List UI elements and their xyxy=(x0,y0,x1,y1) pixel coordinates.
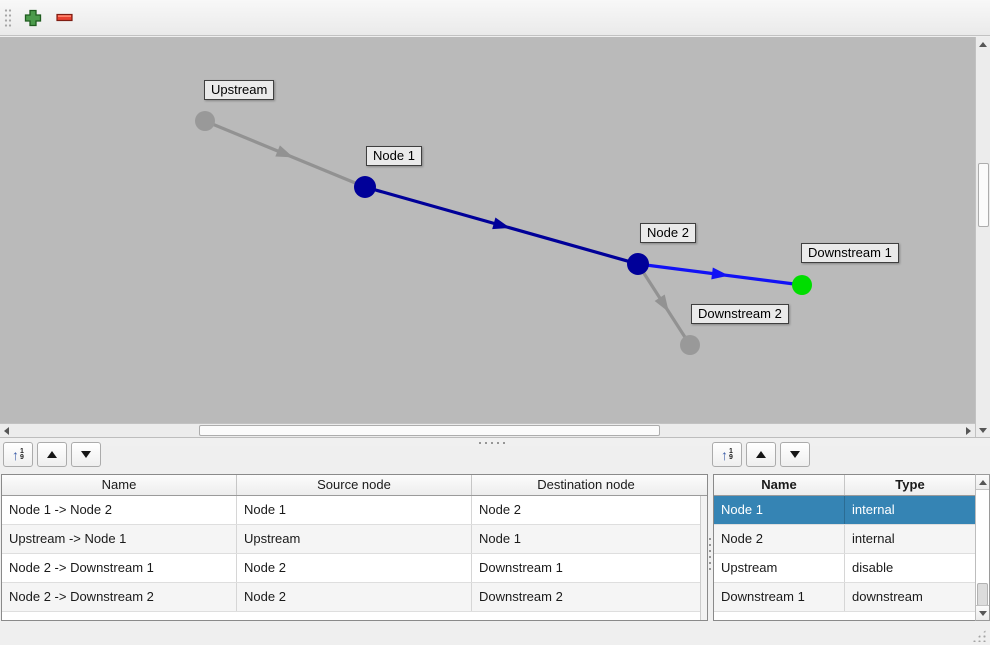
table-cell[interactable]: downstream xyxy=(852,589,923,604)
table-row-node-2[interactable]: Node 2 internal xyxy=(714,525,989,554)
remove-button[interactable] xyxy=(52,6,78,30)
horizontal-scroll-thumb[interactable] xyxy=(199,425,660,436)
edge-arrow-icon xyxy=(275,145,294,158)
node-label-downstream-2[interactable]: Downstream 2 xyxy=(691,304,789,324)
vertical-scroll-thumb[interactable] xyxy=(977,583,988,606)
node-table-scrollbar[interactable] xyxy=(975,474,990,621)
triangle-up-icon xyxy=(47,451,57,458)
scroll-down-button[interactable] xyxy=(976,423,990,437)
column-header-type[interactable]: Type xyxy=(895,477,925,492)
table-cell[interactable]: Upstream xyxy=(237,525,472,553)
arrow-right-icon xyxy=(966,426,971,435)
plus-icon xyxy=(24,9,42,27)
node-label-downstream-1[interactable]: Downstream 1 xyxy=(801,243,899,263)
triangle-up-icon xyxy=(756,451,766,458)
node-node-1[interactable] xyxy=(354,176,376,198)
window-resize-grip[interactable] xyxy=(972,629,987,642)
arrow-down-icon xyxy=(979,427,987,433)
minus-icon xyxy=(56,13,73,22)
canvas-horizontal-scrollbar[interactable] xyxy=(0,423,975,437)
scroll-down-button[interactable] xyxy=(976,605,989,620)
canvas-vertical-scrollbar[interactable] xyxy=(975,37,990,437)
arrow-up-icon xyxy=(979,41,987,47)
node-downstream-2[interactable] xyxy=(680,335,700,355)
triangle-down-icon xyxy=(81,451,91,458)
splitter-handle-icon xyxy=(477,441,509,445)
arrow-up-icon xyxy=(978,479,987,485)
move-up-button[interactable] xyxy=(746,442,776,467)
node-downstream-1[interactable] xyxy=(792,275,812,295)
move-down-button[interactable] xyxy=(71,442,101,467)
table-row-node-1[interactable]: Node 1 internal xyxy=(714,496,989,525)
add-button[interactable] xyxy=(20,6,46,30)
table-cell[interactable]: disable xyxy=(852,560,894,575)
column-header-source-node[interactable]: Source node xyxy=(237,475,472,495)
table-cell[interactable]: internal xyxy=(852,531,895,546)
arrow-left-icon xyxy=(4,426,9,435)
vertical-scroll-thumb[interactable] xyxy=(978,163,989,227)
scroll-up-button[interactable] xyxy=(976,37,990,51)
table-cell[interactable]: Node 2 xyxy=(714,525,845,553)
scroll-up-button[interactable] xyxy=(976,475,989,490)
node-label-node-2[interactable]: Node 2 xyxy=(640,223,696,243)
toolbar-drag-handle[interactable] xyxy=(4,8,12,28)
horizontal-splitter[interactable] xyxy=(0,437,990,446)
table-cell[interactable]: Upstream -> Node 1 xyxy=(2,525,237,553)
triangle-down-icon xyxy=(790,451,800,458)
table-cell[interactable]: Node 2 xyxy=(237,583,472,611)
edge-arrow-icon xyxy=(654,294,669,313)
node-upstream[interactable] xyxy=(195,111,215,131)
edge-arrow-icon xyxy=(492,217,511,230)
table-row-downstream-1[interactable]: Downstream 1 downstream xyxy=(714,583,989,612)
table-cell[interactable]: Node 2 -> Downstream 1 xyxy=(2,554,237,582)
table-cell[interactable]: Downstream 1 xyxy=(479,560,563,575)
table-cell[interactable]: Downstream 1 xyxy=(714,583,845,611)
scroll-left-button[interactable] xyxy=(0,424,13,437)
column-header-name[interactable]: Name xyxy=(2,475,237,495)
table-cell[interactable]: Downstream 2 xyxy=(479,589,563,604)
table-cell[interactable]: Node 2 xyxy=(237,554,472,582)
edge-arrow-icon xyxy=(711,267,729,280)
node-label-node-1[interactable]: Node 1 xyxy=(366,146,422,166)
table-cell[interactable]: internal xyxy=(852,502,895,517)
scroll-right-button[interactable] xyxy=(962,424,975,437)
table-row-upstream[interactable]: Upstream disable xyxy=(714,554,989,583)
table-cell[interactable]: Node 2 xyxy=(479,502,521,517)
node-node-2[interactable] xyxy=(627,253,649,275)
table-cell[interactable]: Node 1 xyxy=(479,531,521,546)
move-down-button[interactable] xyxy=(780,442,810,467)
node-label-upstream[interactable]: Upstream xyxy=(204,80,275,100)
table-header-row: Name Type xyxy=(714,475,989,496)
column-header-destination-node[interactable]: Destination node xyxy=(537,477,635,492)
edge-table-scrollbar-gutter[interactable] xyxy=(700,496,707,620)
column-header-name[interactable]: Name xyxy=(714,475,845,495)
table-cell[interactable]: Upstream xyxy=(714,554,845,582)
table-cell[interactable]: Node 1 -> Node 2 xyxy=(2,496,237,524)
table-cell[interactable]: Node 1 xyxy=(714,496,845,524)
move-up-button[interactable] xyxy=(37,442,67,467)
graph-svg xyxy=(195,111,812,355)
splitter-handle-icon xyxy=(708,536,712,570)
table-cell[interactable]: Node 2 -> Downstream 2 xyxy=(2,583,237,611)
vertical-splitter[interactable] xyxy=(708,474,713,621)
main-toolbar xyxy=(0,0,990,36)
arrow-down-icon xyxy=(978,610,987,616)
table-cell[interactable]: Node 1 xyxy=(237,496,472,524)
